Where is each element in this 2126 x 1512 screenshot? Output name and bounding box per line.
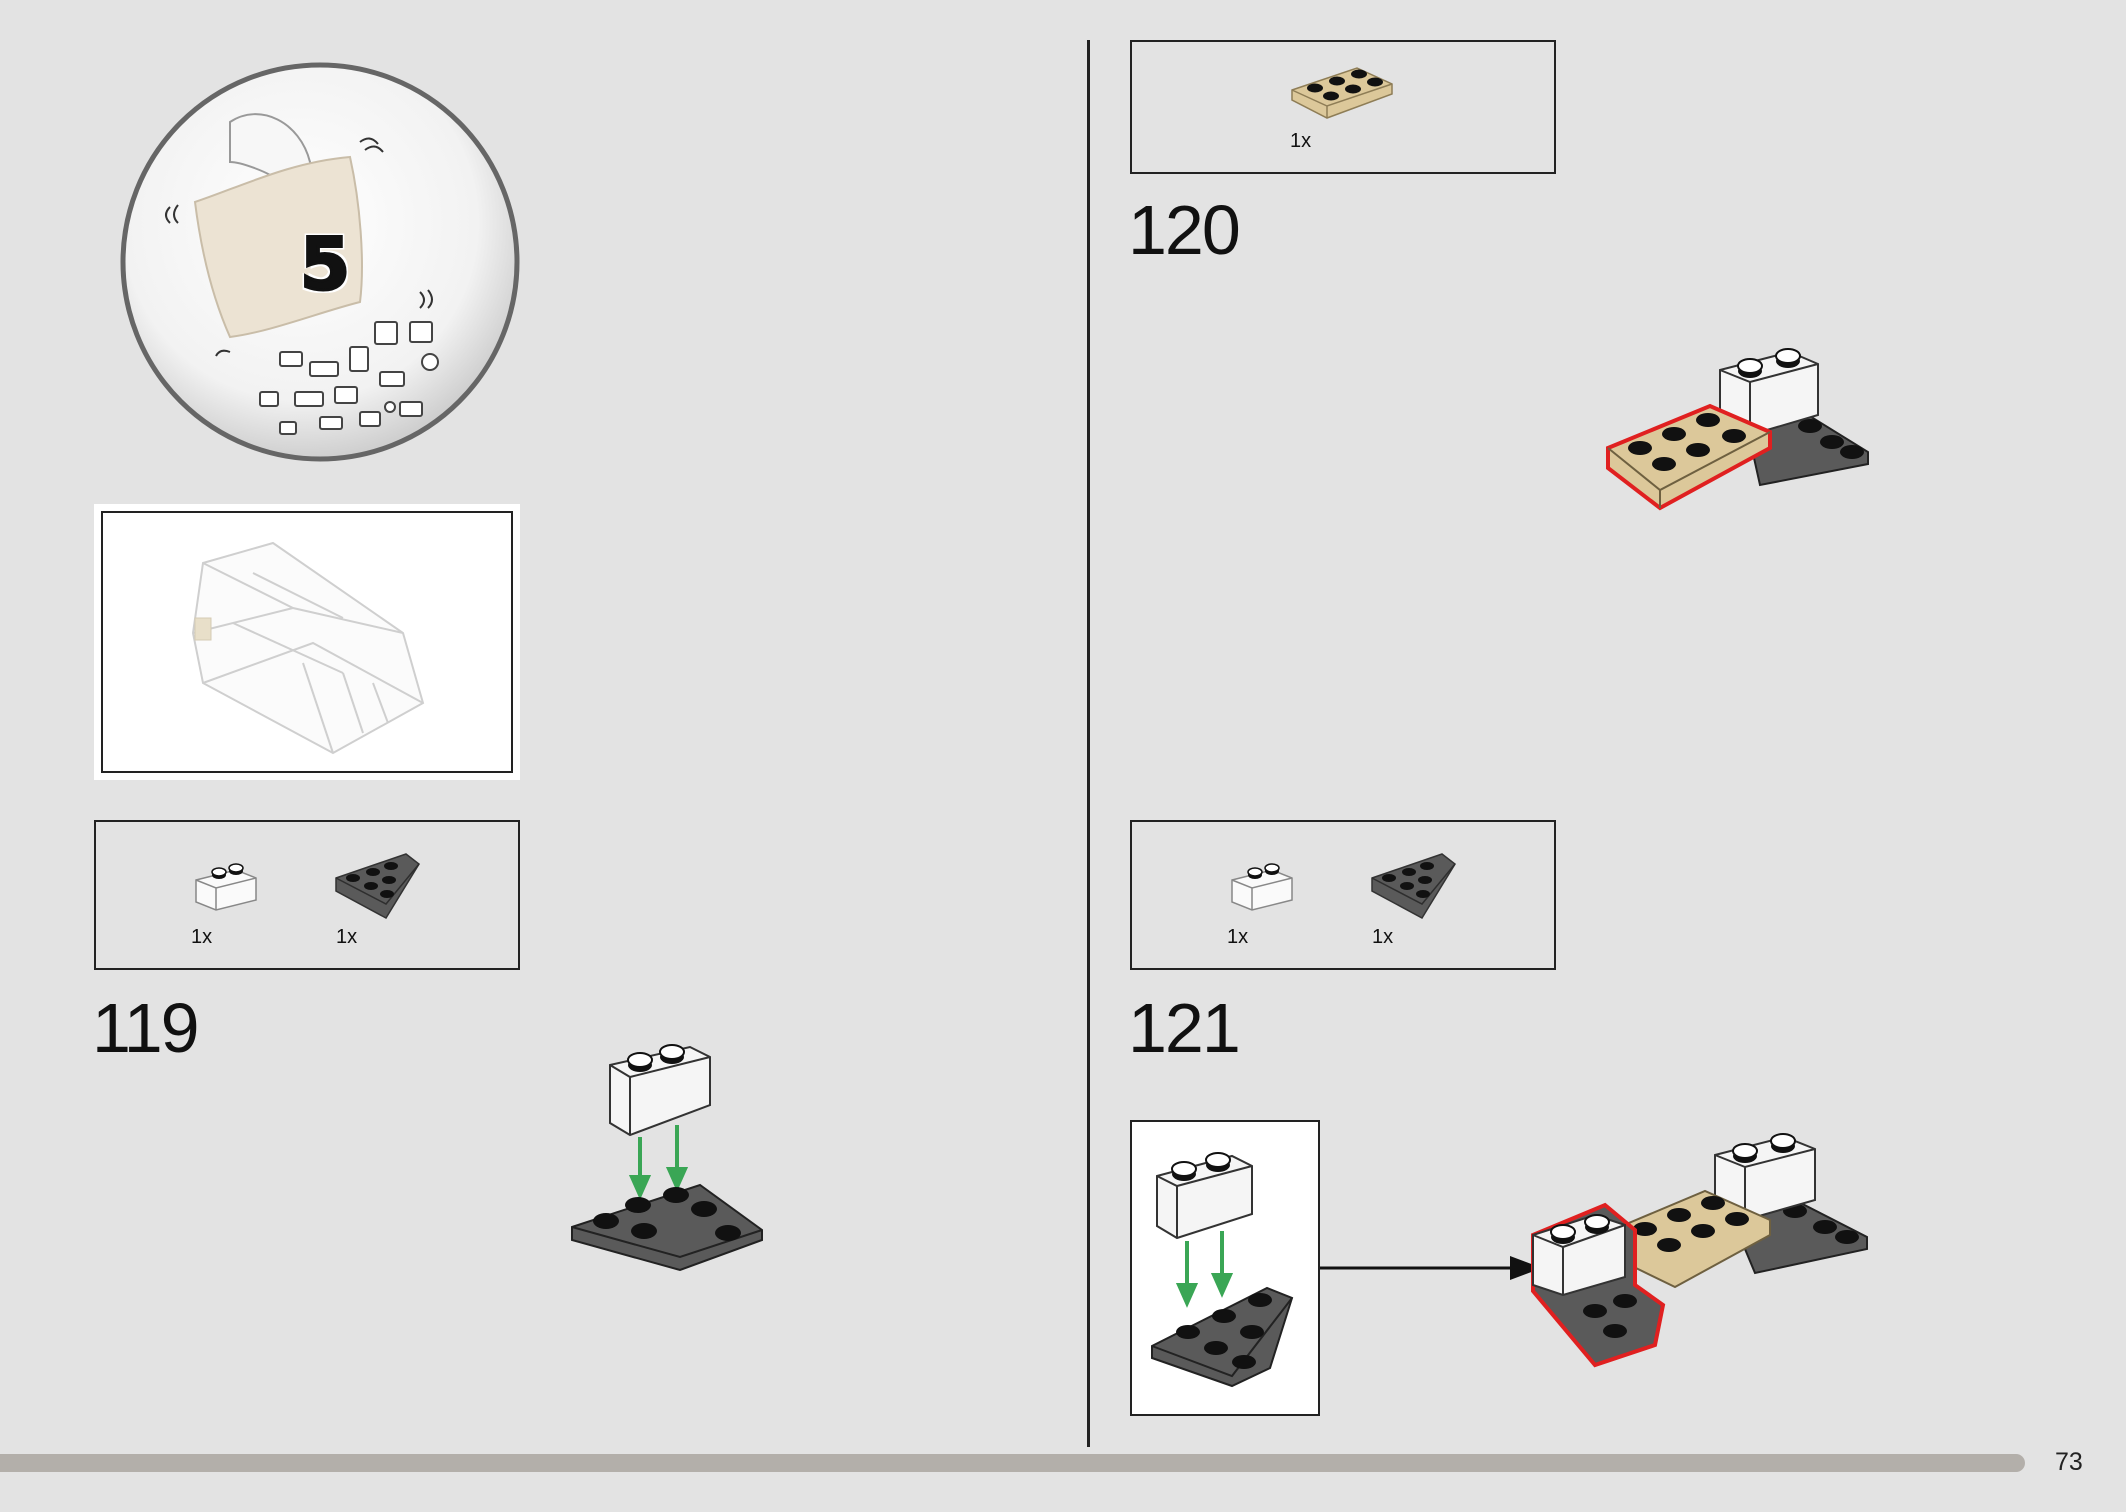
part-qty: 1x bbox=[1372, 926, 1394, 948]
part-qty: 1x bbox=[1227, 926, 1249, 948]
step-119-parts-box: 1x 1x bbox=[94, 820, 520, 970]
step-121-parts-box: 1x 1x bbox=[1130, 820, 1556, 970]
part-qty: 1x bbox=[336, 926, 358, 948]
page-number: 73 bbox=[2055, 1448, 2083, 1476]
step-120-assembly-icon bbox=[1606, 348, 1869, 511]
bag-circle: 5 bbox=[120, 62, 520, 462]
tan-plate-2x3-icon bbox=[1291, 67, 1393, 119]
part-qty: 1x bbox=[1290, 130, 1312, 152]
step-121-assembly-icon bbox=[1531, 1133, 1868, 1368]
step-119-assembly-icon bbox=[571, 1044, 763, 1272]
dark-grey-wedge-plate-icon bbox=[335, 853, 420, 919]
attach-arrow-icon bbox=[1320, 1256, 1542, 1280]
progress-bar-track bbox=[0, 1454, 2025, 1472]
subassembly-icon bbox=[1151, 1152, 1294, 1388]
bag-number: 5 bbox=[298, 221, 351, 308]
step-number-119: 119 bbox=[92, 989, 200, 1067]
dark-grey-wedge-plate-icon bbox=[1371, 853, 1456, 919]
model-preview-frame bbox=[94, 504, 520, 780]
page-divider bbox=[1087, 40, 1090, 1447]
bag-illustration bbox=[120, 62, 520, 462]
step-number-120: 120 bbox=[1128, 191, 1241, 269]
model-preview bbox=[101, 511, 513, 773]
part-qty: 1x bbox=[191, 926, 213, 948]
model-sketch-icon bbox=[191, 541, 425, 755]
step-120-parts-box: 1x bbox=[1130, 40, 1556, 174]
white-brick-1x2-icon bbox=[1231, 863, 1293, 911]
step-number-121: 121 bbox=[1128, 989, 1241, 1067]
step-121-subassembly-box bbox=[1130, 1120, 1320, 1416]
white-brick-1x2-icon bbox=[195, 863, 257, 911]
